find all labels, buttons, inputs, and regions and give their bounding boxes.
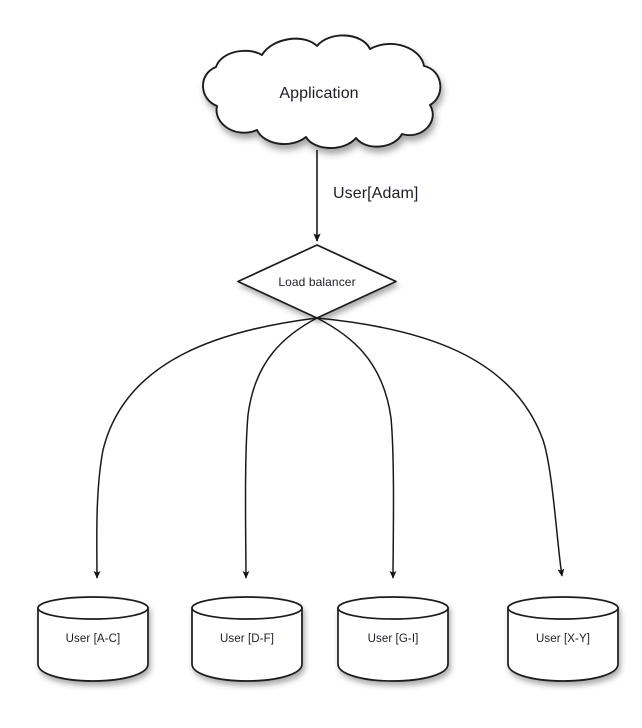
diamond-shape [237, 244, 397, 319]
node-db-xy[interactable] [507, 596, 619, 682]
edge-load-balancer-to-db-gi[interactable] [316, 317, 397, 579]
edge-curve [316, 317, 565, 577]
node-db-df[interactable] [191, 596, 303, 682]
cylinder-top [191, 596, 303, 620]
edge-load-balancer-to-db-ac[interactable] [93, 317, 318, 579]
edge-curve [242, 317, 318, 579]
cylinder-top [507, 596, 619, 620]
edge-curve [316, 317, 397, 579]
edge-load-balancer-to-db-df[interactable] [242, 317, 318, 579]
node-db-gi[interactable] [337, 596, 449, 682]
node-load-balancer[interactable] [237, 244, 397, 319]
edge-load-balancer-to-db-xy[interactable] [316, 317, 565, 577]
edge-curve [93, 317, 318, 579]
node-application[interactable] [202, 34, 442, 149]
node-db-ac[interactable] [37, 596, 149, 682]
cylinder-body [337, 607, 449, 682]
cylinder-body [37, 607, 149, 682]
cylinder-body [507, 607, 619, 682]
cylinder-top [337, 596, 449, 620]
cylinder-body [191, 607, 303, 682]
cloud-shape [202, 34, 442, 149]
cylinder-top [37, 596, 149, 620]
